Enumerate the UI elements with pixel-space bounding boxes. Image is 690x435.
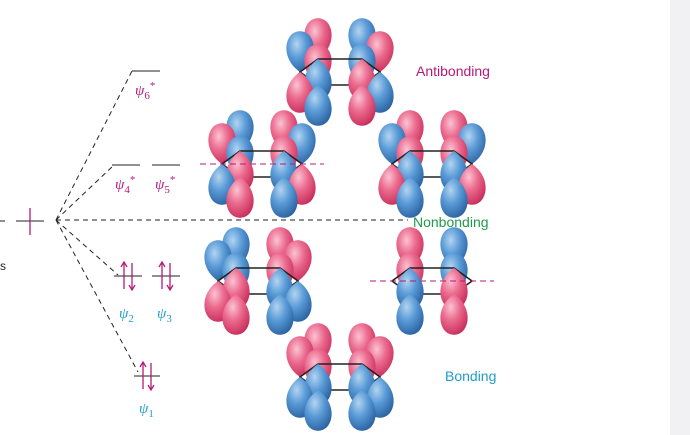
label-psi3: ψ3 <box>157 306 172 325</box>
label-psi5: ψ5* <box>155 174 175 196</box>
label-psi1: ψ1 <box>139 401 154 420</box>
orbital-psi1 <box>286 323 394 431</box>
orbital-psi6 <box>286 18 394 126</box>
orbital-psi3 <box>370 227 494 335</box>
antibonding-label: Antibonding <box>416 63 490 79</box>
left-edge-text: s <box>0 259 6 273</box>
orbital-drawings <box>200 18 494 431</box>
correlation-lines <box>55 70 408 373</box>
electron-pairs <box>120 260 174 392</box>
bonding-label: Bonding <box>445 368 496 384</box>
label-psi4: ψ4* <box>115 174 135 196</box>
mo-energy-diagram: s ψ6* ψ4* ψ5* ψ2 ψ3 ψ1 Antibonding Nonbo… <box>0 18 496 431</box>
nonbonding-label: Nonbonding <box>413 214 489 230</box>
right-margin-panel <box>670 0 690 435</box>
label-psi2: ψ2 <box>119 306 134 325</box>
orbital-psi5 <box>378 110 486 218</box>
orbital-psi2 <box>204 227 312 335</box>
orbital-psi4 <box>200 110 324 218</box>
label-psi6: ψ6* <box>135 80 155 102</box>
